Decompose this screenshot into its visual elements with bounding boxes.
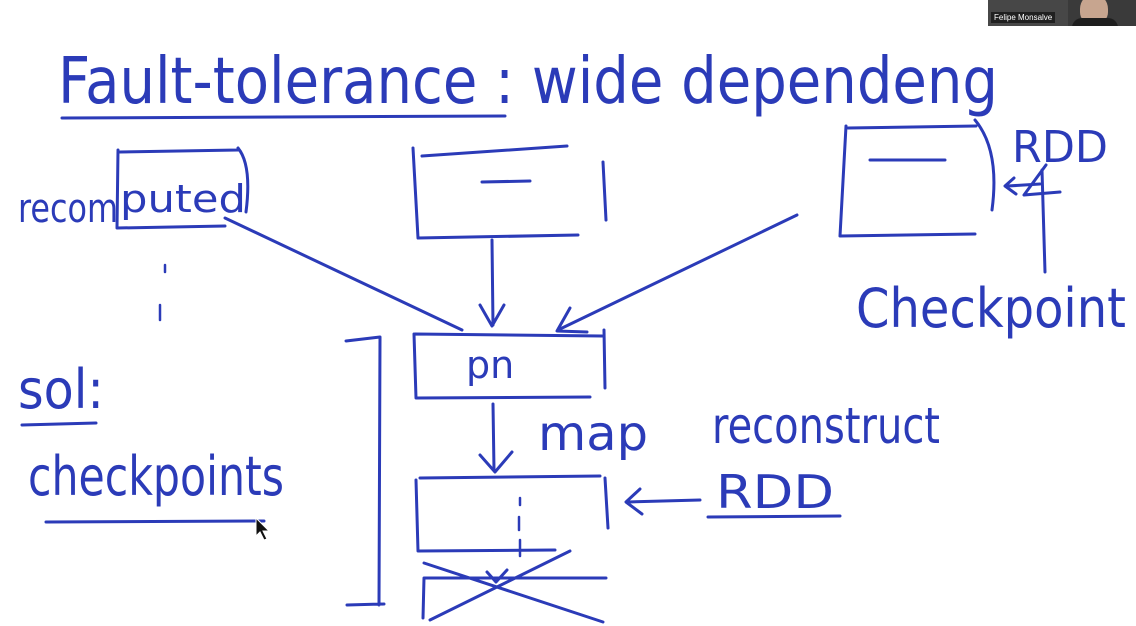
rdd-label-top: RDD [1012, 122, 1108, 173]
solution-label-underline [20, 421, 98, 427]
participant-shirt [1072, 18, 1118, 26]
whiteboard-title: Fault-tolerance : wide dependeng [58, 45, 998, 119]
reconstructed-dots [517, 496, 522, 558]
dependency-arrow-right [555, 213, 799, 334]
mouse-cursor-icon [255, 516, 271, 541]
node-partition-box [412, 328, 607, 400]
solution-text-underline [44, 519, 266, 524]
checkpointed-partition-box [838, 118, 996, 238]
solution-text: checkpoints [28, 445, 284, 508]
reconstructed-partition-box [414, 474, 610, 553]
rdd-underline [706, 514, 842, 519]
map-arrow [478, 402, 514, 474]
recomputed-partition-box [115, 146, 250, 230]
reconstruct-arrow [624, 487, 702, 516]
lost-partition-crossed [421, 549, 608, 624]
ellipsis-dots [158, 263, 167, 322]
dependency-arrow-left [223, 216, 464, 332]
rdd-pointer-arrow [1003, 163, 1062, 274]
title-underline [60, 114, 507, 120]
rdd-label-bottom: RDD [716, 465, 834, 519]
node-label: pn [466, 343, 514, 387]
lineage-bracket [344, 335, 386, 607]
dependency-arrow-middle [478, 238, 506, 328]
checkpoint-label: Checkpoint [856, 277, 1126, 340]
participant-name-label: Felipe Monsalve [991, 12, 1056, 23]
recomputed-label-prefix: recom [18, 186, 118, 232]
recomputed-label-boxed: puted [120, 177, 246, 221]
participant-video-thumbnail[interactable]: Felipe Monsalve [988, 0, 1136, 26]
reconstruct-label: reconstruct [712, 397, 940, 455]
solution-label: sol: [18, 358, 104, 421]
map-label: map [538, 406, 648, 462]
partition-box-middle [411, 144, 608, 240]
